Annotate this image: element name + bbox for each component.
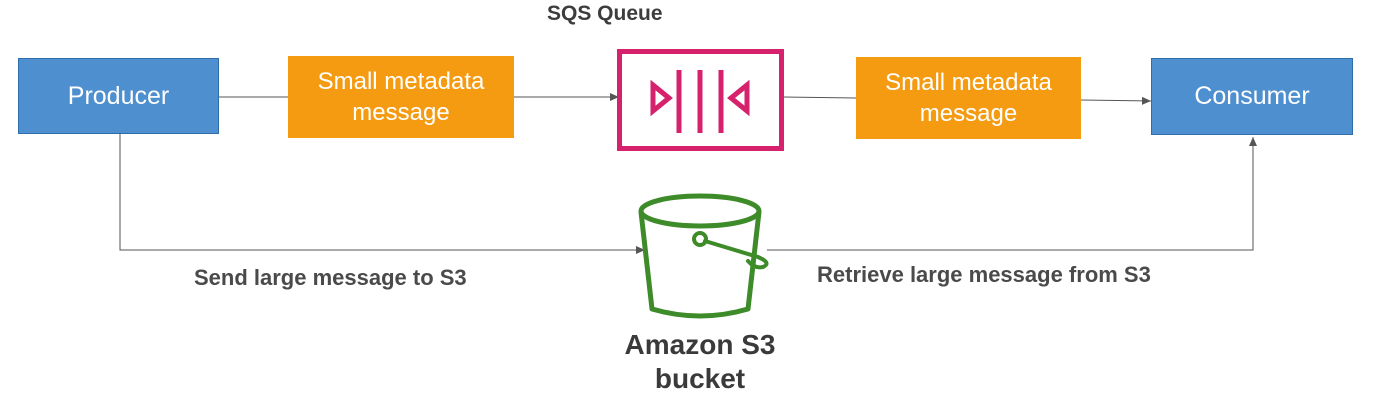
consumer-box: Consumer	[1151, 58, 1353, 135]
s3-caption-line2: bucket	[654, 363, 746, 394]
bucket-to-consumer-arrow	[767, 137, 1257, 251]
right-message-line1: Small metadata	[885, 69, 1052, 96]
s3-bucket-icon	[638, 193, 769, 319]
producer-to-bucket-arrow	[119, 134, 645, 254]
s3-bucket-caption: Amazon S3 bucket	[600, 328, 800, 396]
producer-box: Producer	[18, 58, 219, 134]
left-message-line1: Small metadata	[317, 68, 485, 95]
right-metadata-message-box: Small metadata message	[856, 57, 1081, 139]
send-to-s3-label: Send large message to S3	[194, 265, 467, 290]
queue-to-message-line	[782, 96, 857, 99]
producer-label: Producer	[67, 81, 170, 110]
message-to-consumer-arrow	[1080, 96, 1152, 105]
s3-caption-line1: Amazon S3	[624, 329, 776, 360]
right-message-line2: message	[919, 100, 1018, 127]
left-message-line2: message	[352, 99, 450, 126]
sqs-queue-icon	[617, 49, 784, 151]
sqs-queue-title: SQS Queue	[547, 2, 663, 25]
left-metadata-message-box: Small metadata message	[288, 56, 514, 138]
retrieve-from-s3-label: Retrieve large message from S3	[817, 262, 1151, 287]
consumer-label: Consumer	[1194, 82, 1310, 110]
